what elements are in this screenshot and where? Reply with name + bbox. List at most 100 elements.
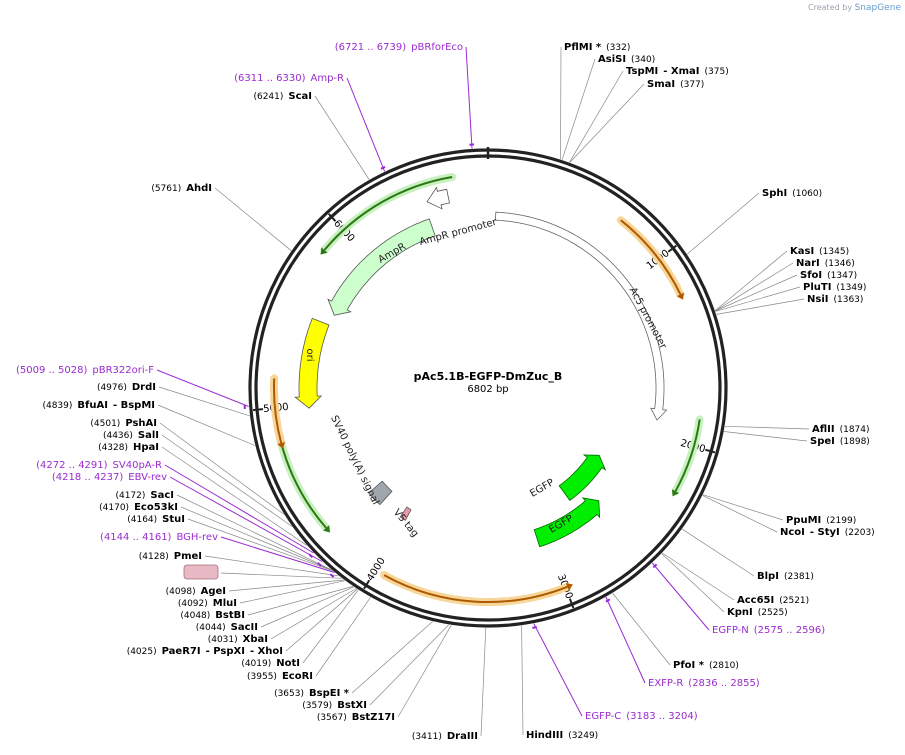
site-label-part: NcoI <box>780 527 805 538</box>
site-label-part: ScaI <box>288 91 312 102</box>
primer-mark-36 <box>329 573 335 578</box>
site-label-part: (1874) <box>840 425 870 435</box>
leader-line-47 <box>156 369 249 407</box>
site-label-part: - PspXI <box>206 646 245 657</box>
site-label-part: SpeI <box>810 436 835 447</box>
leader-line-17 <box>651 562 710 631</box>
site-label-part: AflII <box>812 424 835 435</box>
site-label-part: BlpI <box>757 571 779 582</box>
site-label-part: (1363) <box>833 295 863 305</box>
leader-line-38 <box>180 506 332 571</box>
site-label-part: KpnI <box>727 607 753 618</box>
site-label-part: - StyI <box>810 527 840 538</box>
site-label-part: AsiSI <box>598 54 626 65</box>
site-label-part: (4144 .. 4161) <box>100 532 172 543</box>
site-label-part: MluI <box>213 598 237 609</box>
leader-line-26 <box>315 597 371 677</box>
site-label-40: (4218 .. 4237)EBV-rev <box>52 472 167 483</box>
leader-line-16 <box>661 553 725 613</box>
site-label-18: PfoI *(2810) <box>673 660 739 671</box>
site-label-part: AhdI <box>186 183 212 194</box>
site-label-6: NarI (1346) <box>796 258 855 269</box>
translation-arc-head-0 <box>676 292 684 300</box>
site-label-part: SalI <box>138 430 159 441</box>
site-label-part: NarI <box>796 258 820 269</box>
site-label-31: (4048)BstBI <box>180 610 245 621</box>
site-label-39: (4172) SacI <box>115 490 174 501</box>
leader-line-36 <box>220 536 335 573</box>
site-label-part: (4092) <box>178 599 208 609</box>
feature-badge-6xhis <box>183 564 219 580</box>
site-label-part: (4839) <box>42 401 72 411</box>
site-label-part: (332) <box>606 43 630 53</box>
site-label-17: EGFP-N(2575 .. 2596) <box>712 625 825 636</box>
leader-line-23 <box>397 625 452 718</box>
site-label-4: SphI(1060) <box>762 188 822 199</box>
translation-arc-head-2 <box>565 583 573 591</box>
site-label-part: EcoRI <box>282 671 313 682</box>
leader-line-18 <box>612 592 671 666</box>
label-leader-lines <box>156 46 810 737</box>
site-label-part: (3249) <box>568 731 598 741</box>
leader-line-42 <box>161 446 307 546</box>
site-label-30: (4044)SacII <box>196 622 258 633</box>
site-label-part: SacI <box>150 490 174 501</box>
site-label-9: NsiI(1363) <box>807 294 863 305</box>
leader-line-24 <box>369 624 449 706</box>
tick-mark-6000 <box>327 213 337 222</box>
site-label-23: (3567)BstZ17I <box>317 712 395 723</box>
site-label-26: (3955)EcoRI <box>247 671 313 682</box>
site-label-part: - XmaI <box>663 66 699 77</box>
site-label-part: (4218 .. 4237) <box>52 472 124 483</box>
site-label-part: Amp-R <box>311 73 345 84</box>
site-label-part: (4272 .. 4291) <box>36 460 108 471</box>
plasmid-length: 6802 bp <box>467 384 508 395</box>
site-label-part: (4172) <box>115 491 145 501</box>
site-label-part: (377) <box>680 80 704 90</box>
primer-mark-50 <box>380 165 386 170</box>
translation-arc-head-5 <box>320 247 328 255</box>
site-label-part: EGFP-N <box>712 625 749 636</box>
feature-label-sv40-polya: SV40 poly(A) signal <box>328 414 381 507</box>
site-label-35: (4128)PmeI <box>139 551 202 562</box>
site-label-1: AsiSI(340) <box>598 54 655 65</box>
leader-line-6 <box>715 262 794 312</box>
site-label-11: SpeI(1898) <box>810 436 870 447</box>
site-label-3: SmaI(377) <box>647 79 704 90</box>
site-label-part: BstZ17I <box>352 712 395 723</box>
site-label-2: TspMI- XmaI(375) <box>626 66 729 77</box>
site-label-part: (4170) <box>99 503 129 513</box>
site-label-part: BGH-rev <box>176 532 218 543</box>
site-label-part: (1345) <box>819 247 849 257</box>
site-labels: PflMI *(332)AsiSI(340)TspMI- XmaI(375)Sm… <box>16 42 875 742</box>
site-label-part: PaeR7I <box>162 646 201 657</box>
site-label-part: pBR322ori-F <box>92 365 154 376</box>
site-label-part: (4025) <box>127 647 157 657</box>
leader-line-20 <box>533 623 583 717</box>
leader-line-44 <box>159 422 285 515</box>
site-label-part: (5761) <box>151 184 181 194</box>
site-label-47: (5009 .. 5028)pBR322ori-F <box>16 365 154 376</box>
site-label-part: HindIII <box>526 730 563 741</box>
plasmid-name: pAc5.1B-EGFP-DmZuc_B <box>414 370 563 383</box>
site-label-part: (2521) <box>779 596 809 606</box>
site-label-part: NotI <box>276 658 300 669</box>
site-label-part: (1346) <box>825 259 855 269</box>
translation-arc-4 <box>272 378 283 444</box>
site-label-part: SV40pA-R <box>113 460 162 471</box>
tick-mark-5000 <box>252 408 264 412</box>
translation-arc-5 <box>323 176 453 251</box>
leader-line-35 <box>204 555 339 577</box>
site-label-5: KasI(1345) <box>790 246 849 257</box>
leader-line-34 <box>220 572 342 579</box>
site-label-27: (4019)NotI <box>241 658 300 669</box>
site-label-part: PfoI * <box>673 660 705 671</box>
translation-arc-glow-1 <box>671 415 704 496</box>
site-label-part: BstBI <box>215 610 245 621</box>
tick-mark-2000 <box>705 448 716 454</box>
leader-line-4 <box>686 192 760 255</box>
site-label-part: PpuMI <box>786 515 821 526</box>
site-label-12: PpuMI(2199) <box>786 515 856 526</box>
tick-mark-1000 <box>667 244 677 253</box>
site-label-13: NcoI- StyI(2203) <box>780 527 875 538</box>
